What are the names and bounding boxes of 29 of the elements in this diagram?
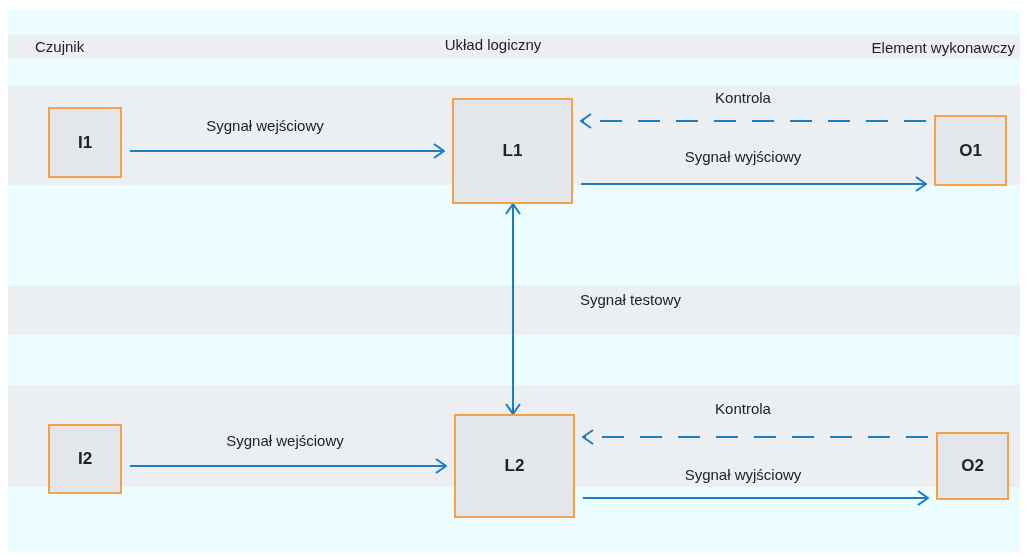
arrow xyxy=(582,490,929,506)
node-label: O2 xyxy=(961,456,984,476)
process-box xyxy=(936,432,1009,500)
arrow xyxy=(582,429,929,445)
node-label: O1 xyxy=(959,140,982,161)
process-box xyxy=(452,98,573,204)
process-box xyxy=(48,424,122,494)
column-heading: Czujnik xyxy=(35,38,85,55)
edge-label: Sygnał wyjściowy xyxy=(682,466,804,483)
process-box xyxy=(934,115,1007,186)
arrow xyxy=(580,113,927,129)
node-label: L2 xyxy=(504,456,525,476)
column-heading: Układ logiczny xyxy=(444,36,542,53)
column-heading: Element wykonawczy xyxy=(871,39,1015,56)
edge-label: Kontrola xyxy=(713,89,773,106)
edge-label: Kontrola xyxy=(713,400,773,417)
edge-label: Sygnał wejściowy xyxy=(204,117,326,134)
process-box xyxy=(454,414,575,518)
arrow xyxy=(505,203,521,415)
edge-label: Sygnał wejściowy xyxy=(224,432,346,449)
arrow xyxy=(580,176,927,192)
node-label: L1 xyxy=(502,141,523,161)
edge-label: Sygnał wyjściowy xyxy=(682,148,804,165)
edge-label: Sygnał testowy xyxy=(578,291,683,308)
arrow xyxy=(129,458,447,474)
process-box xyxy=(48,107,122,178)
arrow xyxy=(129,143,445,159)
node-label: I1 xyxy=(77,132,93,153)
node-label: I2 xyxy=(77,449,93,469)
